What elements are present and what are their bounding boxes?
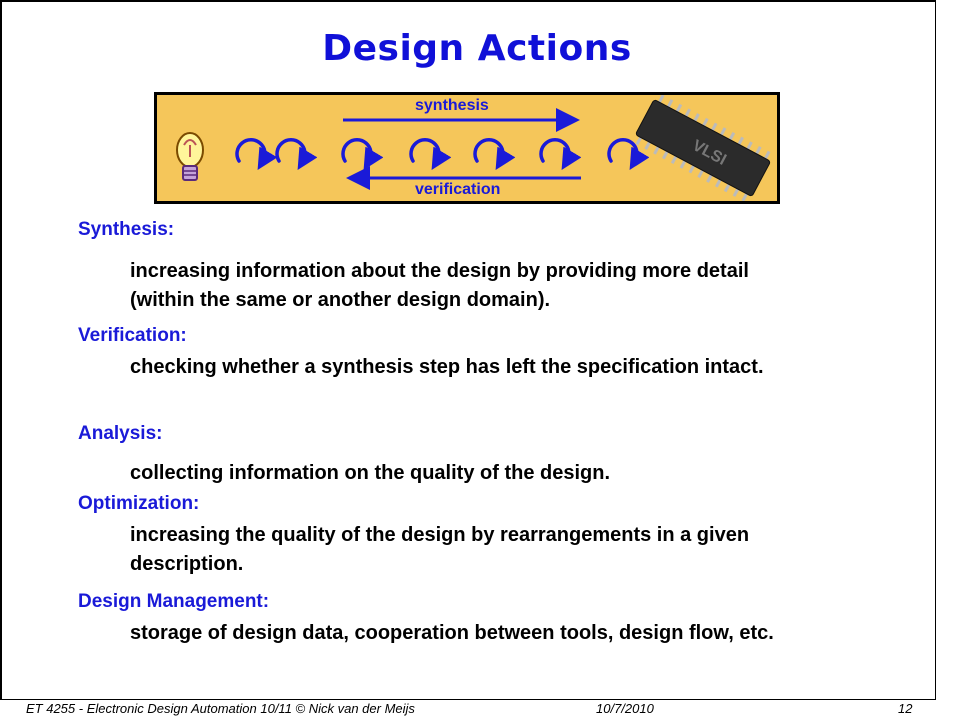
- step-circle-icon: [607, 138, 650, 171]
- desc-verification: checking whether a synthesis step has le…: [130, 356, 764, 378]
- term-design-management: Design Management:: [78, 591, 270, 612]
- footer-date: 10/7/2010: [596, 701, 654, 716]
- desc-analysis: collecting information on the quality of…: [130, 462, 611, 484]
- footer-course: ET 4255 - Electronic Design Automation 1…: [26, 701, 415, 716]
- step-circle-icon: [235, 138, 278, 171]
- lightbulb-icon: [176, 132, 204, 181]
- slide-border: [0, 0, 936, 700]
- desc-optimization: increasing the quality of the design by …: [130, 524, 750, 575]
- step-circle-icon: [539, 138, 582, 171]
- vlsi-chip-icon: VLSI: [635, 95, 771, 201]
- desc-design-management: storage of design data, cooperation betw…: [130, 622, 774, 644]
- design-actions-banner: VLSI synthesis verification: [154, 92, 780, 204]
- term-analysis: Analysis:: [78, 423, 163, 444]
- slide-title: Design Actions: [322, 28, 632, 69]
- term-verification: Verification:: [78, 325, 187, 346]
- banner-graphic: VLSI: [176, 95, 771, 201]
- step-circle-icon: [473, 138, 516, 171]
- step-circle-icon: [409, 138, 452, 171]
- step-circle-icon: [341, 138, 384, 171]
- term-synthesis: Synthesis:: [78, 219, 175, 240]
- step-circle-icon: [275, 138, 318, 171]
- footer-page-number: 12: [898, 701, 913, 716]
- term-optimization: Optimization:: [78, 493, 200, 514]
- desc-synthesis: increasing information about the design …: [130, 260, 749, 311]
- verification-label: verification: [415, 181, 501, 198]
- synthesis-label: synthesis: [415, 97, 489, 114]
